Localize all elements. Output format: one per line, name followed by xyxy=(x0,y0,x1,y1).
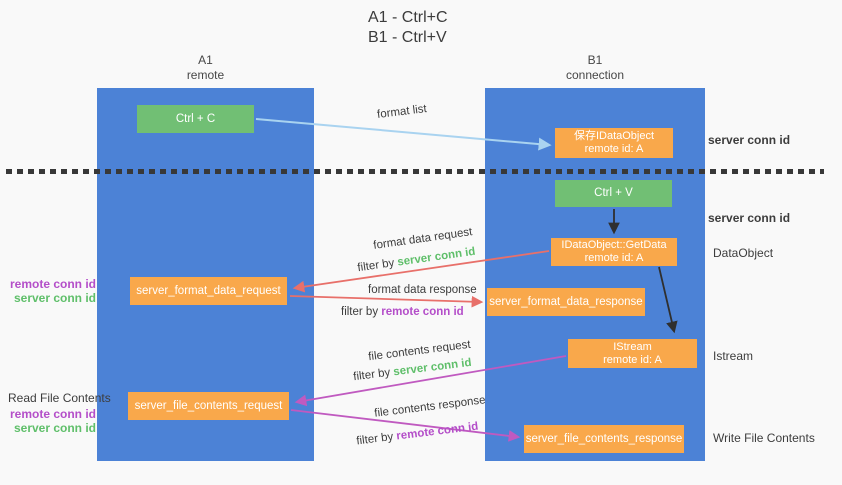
server-conn-id-text: server conn id xyxy=(708,211,791,225)
file-contents-response-text: file contents response xyxy=(373,394,487,420)
label-format-data-response: format data response xyxy=(368,284,477,296)
label-filter-by-remote-conn-id-1: filter by remote conn id xyxy=(341,306,464,318)
server-conn-id-text: server conn id xyxy=(396,245,477,269)
server-conn-id-text: server conn id xyxy=(392,356,473,379)
label-write-file-contents: Write File Contents xyxy=(713,431,815,445)
column-header-a1: A1 remote xyxy=(97,53,314,83)
left-format-conn-ids: remote conn id server conn id xyxy=(10,277,96,305)
node-istream: IStream remote id: A xyxy=(568,339,697,368)
node-save-dataobject-line2: remote id: A xyxy=(584,143,644,155)
node-file-response-label: server_file_contents_response xyxy=(525,432,683,445)
node-file-request-label: server_file_contents_request xyxy=(134,399,283,412)
dataobject-text: DataObject xyxy=(713,246,774,260)
label-filter-by-remote-conn-id-2: filter by remote conn id xyxy=(356,421,479,448)
node-format-request-label: server_format_data_request xyxy=(136,284,281,297)
right-server-conn-id-mid: server conn id xyxy=(708,211,790,225)
left-format-remote-conn-id: remote conn id xyxy=(10,277,97,291)
left-file-server-conn-id: server conn id xyxy=(13,421,96,435)
node-server-format-data-request: server_format_data_request xyxy=(130,277,287,305)
istream-text: Istream xyxy=(713,349,754,363)
node-ctrl-v-label: Ctrl + V xyxy=(594,187,633,199)
label-read-file-contents: Read File Contents xyxy=(8,391,111,405)
session-separator-dotted-line xyxy=(6,169,824,174)
label-dataobject: DataObject xyxy=(713,246,773,260)
node-ctrl-c: Ctrl + C xyxy=(137,105,254,133)
format-data-response-text: format data response xyxy=(368,284,477,296)
column-a1-role: remote xyxy=(186,68,225,82)
read-file-contents-text: Read File Contents xyxy=(8,391,111,405)
column-header-b1: B1 connection xyxy=(485,53,705,83)
node-istream-line1: IStream xyxy=(613,340,652,353)
filter-by-text: filter by xyxy=(352,366,395,384)
remote-conn-id-text: remote conn id xyxy=(395,420,479,443)
node-ctrl-v: Ctrl + V xyxy=(555,180,672,207)
title-line-1: A1 - Ctrl+C xyxy=(368,9,448,26)
arrow-format-data-response xyxy=(289,295,484,308)
node-idataobject-getdata: IDataObject::GetData remote id: A xyxy=(551,238,677,266)
title-line-2: B1 - Ctrl+V xyxy=(368,29,447,46)
filter-by-text: filter by xyxy=(341,306,382,318)
remote-conn-id-text: remote conn id xyxy=(381,306,464,318)
node-getdata-line1: IDataObject::GetData xyxy=(561,239,667,251)
node-server-file-contents-request: server_file_contents_request xyxy=(128,392,289,420)
format-list-text: format list xyxy=(376,103,428,121)
column-b1-role: connection xyxy=(565,68,625,82)
label-istream: Istream xyxy=(713,349,753,363)
filter-by-text: filter by xyxy=(355,430,398,448)
left-file-remote-conn-id: remote conn id xyxy=(10,407,97,421)
label-file-contents-response: file contents response xyxy=(374,394,487,420)
server-conn-id-text: server conn id xyxy=(708,133,791,147)
left-format-server-conn-id: server conn id xyxy=(13,291,96,305)
node-ctrl-c-label: Ctrl + C xyxy=(175,112,216,125)
filter-by-text: filter by xyxy=(356,256,399,275)
node-server-file-contents-response: server_file_contents_response xyxy=(524,425,684,453)
right-server-conn-id-top: server conn id xyxy=(708,133,790,147)
node-save-dataobject-line1: 保存IDataObject xyxy=(573,130,655,142)
label-format-list: format list xyxy=(376,103,427,121)
node-istream-line2: remote id: A xyxy=(603,353,662,366)
write-file-contents-text: Write File Contents xyxy=(713,431,815,445)
diagram-title: A1 - Ctrl+C B1 - Ctrl+V xyxy=(368,8,448,48)
node-save-dataobject: 保存IDataObject remote id: A xyxy=(555,128,673,158)
node-format-response-label: server_format_data_response xyxy=(489,295,643,308)
node-server-format-data-response: server_format_data_response xyxy=(487,288,645,316)
node-getdata-line2: remote id: A xyxy=(584,252,644,264)
column-b1-name: B1 xyxy=(587,53,603,67)
column-a1-name: A1 xyxy=(198,53,213,67)
left-file-conn-ids: remote conn id server conn id xyxy=(10,407,96,435)
